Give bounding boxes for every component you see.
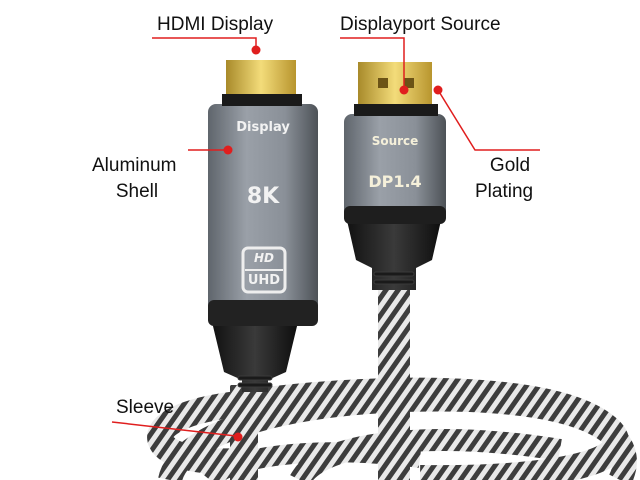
gold-label-line1: Gold — [489, 155, 531, 176]
dp-shell-label: Source — [371, 134, 419, 148]
callout-dots — [223, 45, 443, 442]
hdmi-plug — [208, 60, 318, 480]
aluminum-label-line2: Shell — [115, 181, 159, 202]
dp-strain-relief — [346, 216, 442, 290]
sleeve-label: Sleeve — [116, 397, 175, 418]
dp-aluminum-shell — [344, 114, 446, 224]
sleeve-dot — [233, 432, 243, 442]
hd-text: HD — [253, 251, 274, 265]
aluminum-label-line1: Aluminum — [92, 155, 177, 176]
hdmi-gold-connector — [226, 60, 296, 104]
dp-cable — [378, 290, 410, 480]
displayport-plug — [344, 62, 446, 480]
hdmi-aluminum-shell — [208, 104, 318, 326]
displayport-source-label: Displayport Source — [340, 14, 501, 35]
dp-source-dot — [399, 85, 409, 95]
dp-version-text: DP1.4 — [368, 172, 422, 191]
hdmi-display-label: HDMI Display — [157, 14, 274, 35]
hdmi-shell-label: Display — [236, 120, 290, 135]
hd-uhd-badge — [241, 246, 287, 294]
hdmi-cable — [230, 385, 258, 480]
gold-label-line2: Plating — [475, 181, 534, 202]
uhd-text: UHD — [247, 273, 281, 288]
callout-lines — [111, 37, 540, 437]
hdmi-display-dot — [251, 45, 261, 55]
resolution-text: 8K — [246, 184, 280, 209]
hdmi-strain-relief — [212, 322, 298, 392]
aluminum-dot — [223, 145, 233, 155]
gold-dot — [433, 85, 443, 95]
dp-gold-connector — [358, 62, 432, 114]
